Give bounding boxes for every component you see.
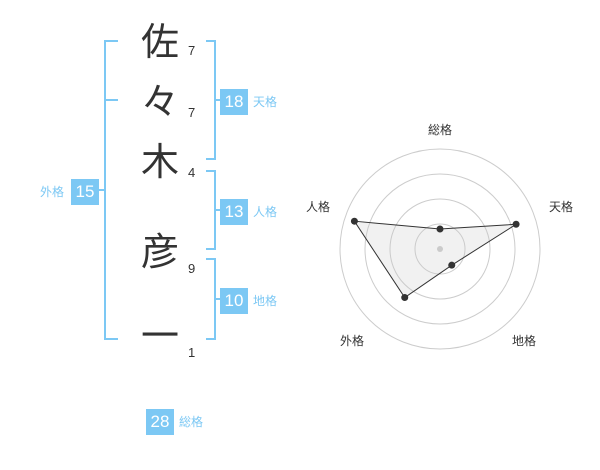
chikaku-bracket-tick [216,298,222,300]
tenkaku-bracket [206,40,216,160]
radar-ring-4 [339,148,541,350]
stroke-count-1: 7 [188,43,196,58]
radar-axis-label-5: 人格 [306,199,330,214]
jinkaku-value: 13 [220,199,248,225]
gaikaku-bracket-tick [104,99,118,101]
name-char-2: 々 [140,80,179,124]
stroke-count-5: 1 [188,345,196,360]
radar-point-2 [512,220,520,228]
tenkaku-bracket-tick [216,99,222,101]
radar-point-5 [350,217,358,225]
radar-axis-label-1: 総格 [428,122,452,137]
chikaku-value: 10 [220,288,248,314]
gaikaku-label: 外格 [40,185,65,199]
stroke-count-3: 4 [188,165,196,180]
name-char-4: 彦 [140,230,179,274]
tenkaku-value: 18 [220,89,248,115]
radar-point-1 [436,225,444,233]
name-char-1: 佐 [140,20,179,64]
jinkaku-bracket [206,170,216,250]
radar-center [437,246,443,252]
stroke-count-2: 7 [188,105,196,120]
radar-point-4 [401,294,409,302]
radar-polygon [353,220,517,299]
name-char-5: 一 [140,314,179,358]
tenkaku-label: 天格 [253,95,278,109]
stroke-count-4: 9 [188,261,196,276]
name-char-3: 木 [140,140,179,184]
chikaku-label: 地格 [253,294,278,308]
radar-ring-2 [389,198,491,300]
radar-ring-3 [364,173,516,325]
radar-point-3 [448,261,456,269]
gaikaku-bracket-connector [98,189,104,191]
jinkaku-label: 人格 [253,205,278,219]
radar-axis-label-3: 地格 [512,333,536,348]
chikaku-bracket [206,258,216,340]
soukaku-value: 28 [146,409,174,435]
gaikaku-value: 15 [71,179,99,205]
jinkaku-bracket-tick [216,209,222,211]
radar-axis-label-2: 天格 [549,199,573,214]
radar-ring-1 [414,223,466,275]
soukaku-label: 総格 [179,415,204,429]
radar-axis-label-4: 外格 [340,333,364,348]
gaikaku-bracket [104,40,118,340]
